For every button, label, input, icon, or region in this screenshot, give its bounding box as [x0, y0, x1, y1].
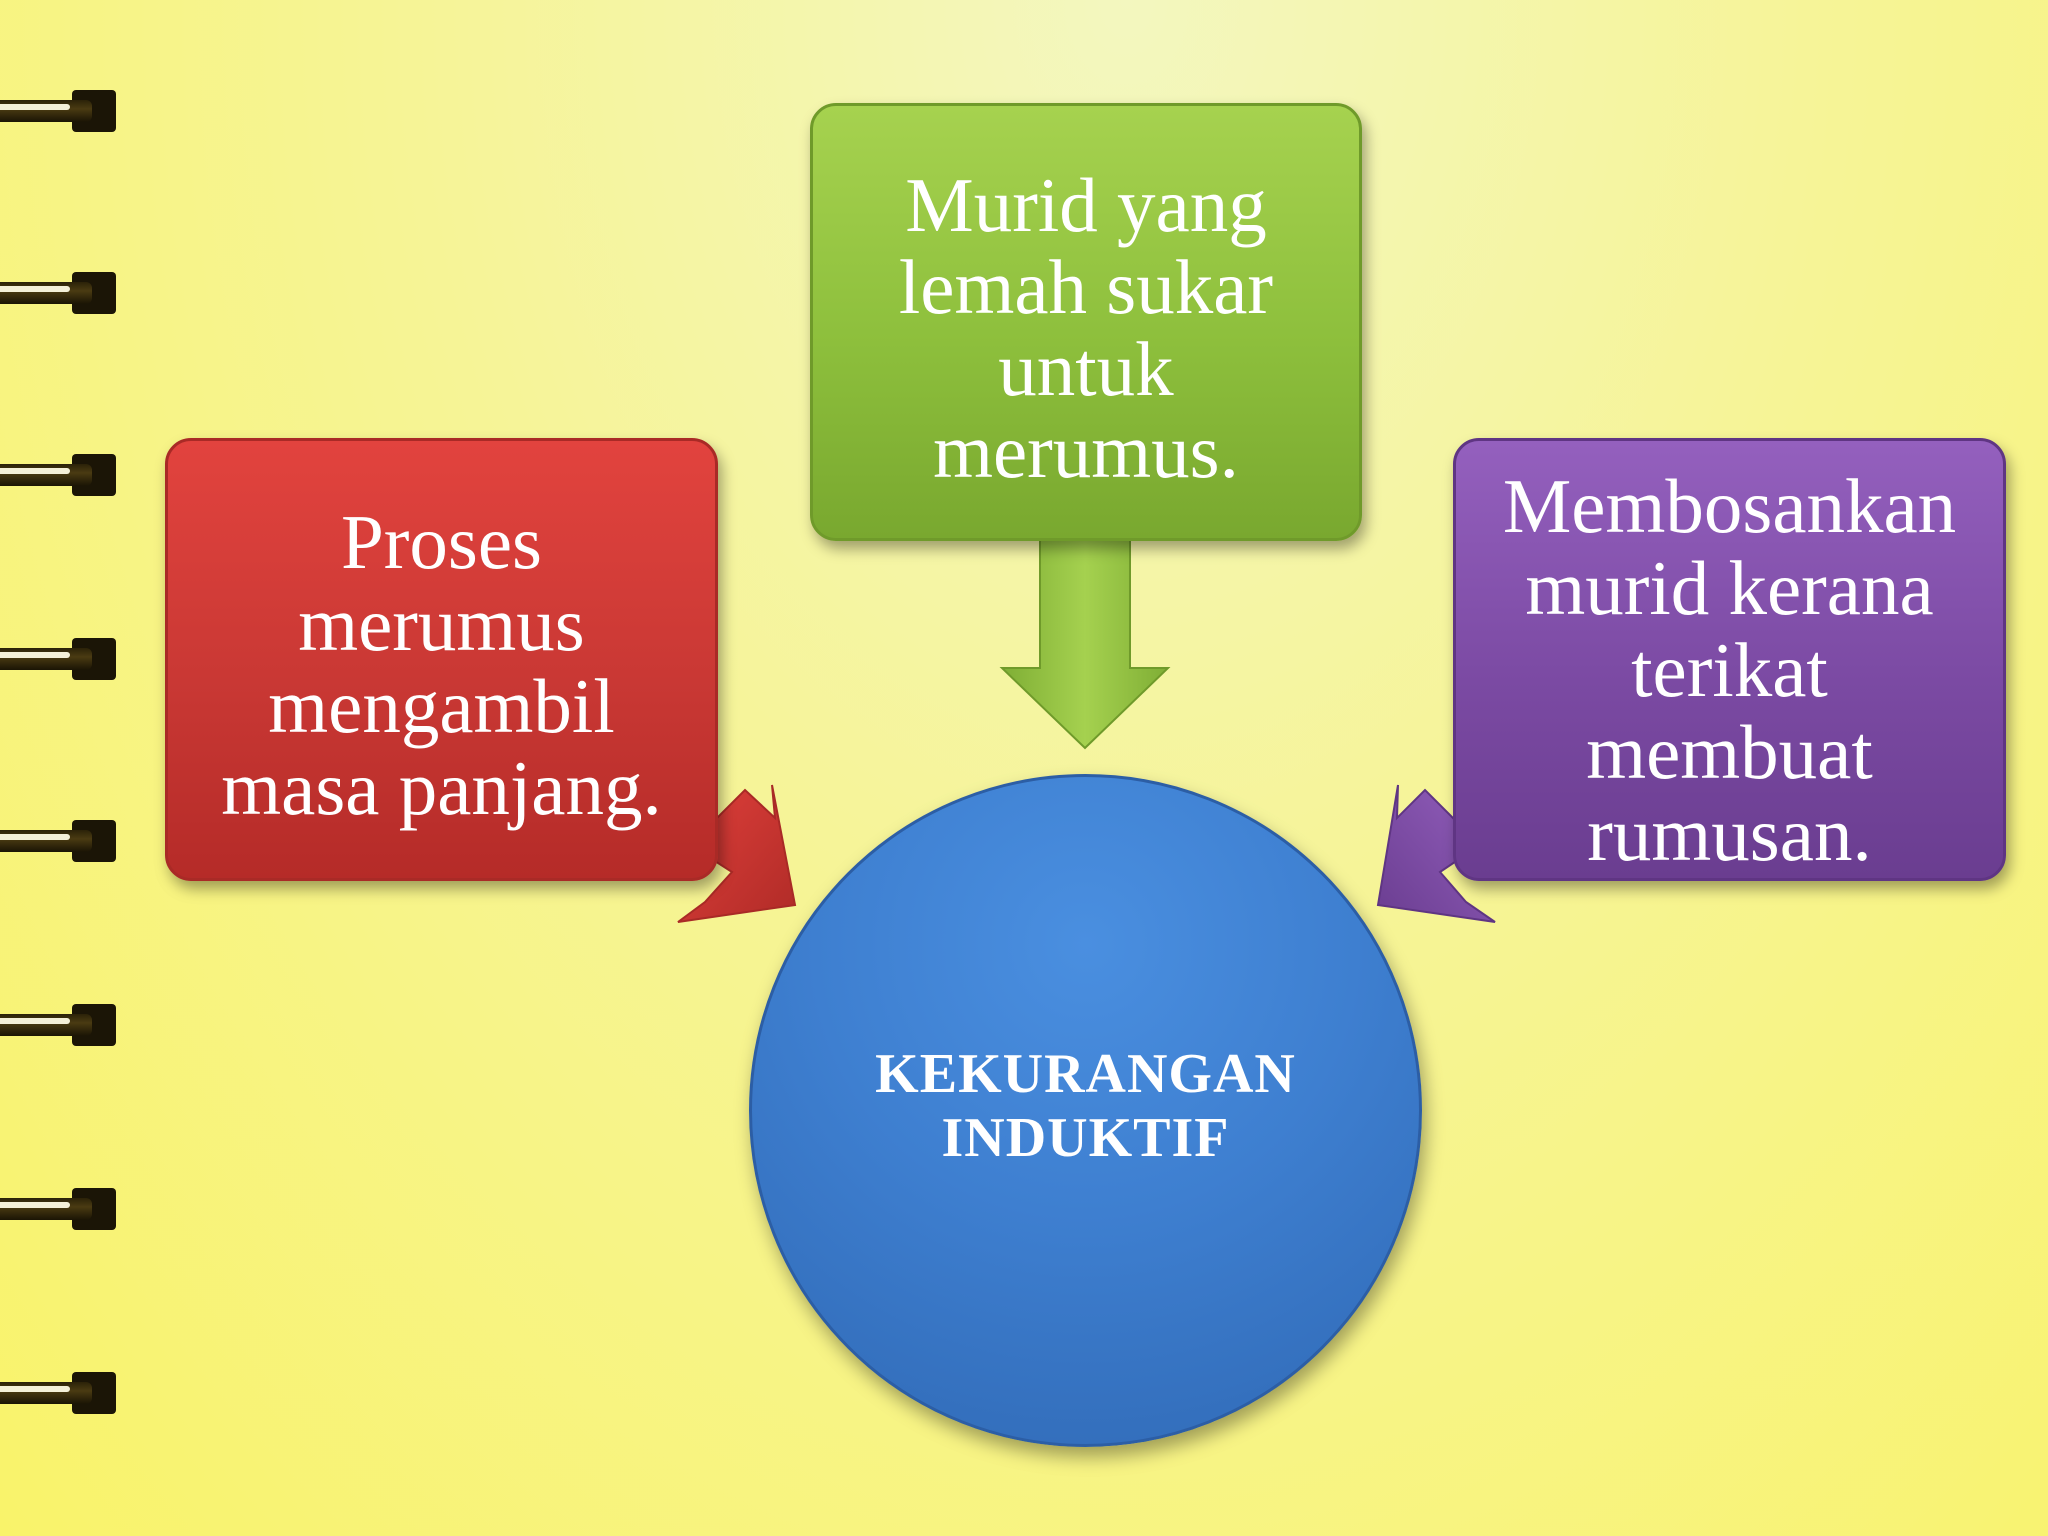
- arrow-purple: [1376, 784, 1496, 923]
- box-text: Murid yang lemah sukar untuk merumus.: [898, 162, 1274, 494]
- arrow-red: [677, 784, 797, 923]
- center-label-line1: KEKURANGAN: [875, 1043, 1296, 1105]
- binding-ring: [0, 636, 118, 682]
- box-text: Membosankan murid kerana terikat membuat…: [1502, 463, 1957, 877]
- binding-ring: [0, 270, 118, 316]
- box-proses-merumus: Proses merumus mengambil masa panjang.: [165, 438, 718, 881]
- binding-ring: [0, 452, 118, 498]
- arrow-down-green: [999, 539, 1171, 750]
- box-text: Proses merumus mengambil masa panjang.: [221, 499, 662, 831]
- center-label: KEKURANGAN INDUKTIF: [752, 1042, 1419, 1170]
- box-membosankan: Membosankan murid kerana terikat membuat…: [1453, 438, 2006, 881]
- binding-ring: [0, 1186, 118, 1232]
- center-label-line2: INDUKTIF: [941, 1107, 1230, 1169]
- box-murid-lemah: Murid yang lemah sukar untuk merumus.: [810, 103, 1362, 541]
- center-circle: KEKURANGAN INDUKTIF: [749, 774, 1422, 1447]
- binding-ring: [0, 88, 118, 134]
- binding-ring: [0, 818, 118, 864]
- spiral-binding: [0, 0, 130, 1536]
- binding-ring: [0, 1002, 118, 1048]
- binding-ring: [0, 1370, 118, 1416]
